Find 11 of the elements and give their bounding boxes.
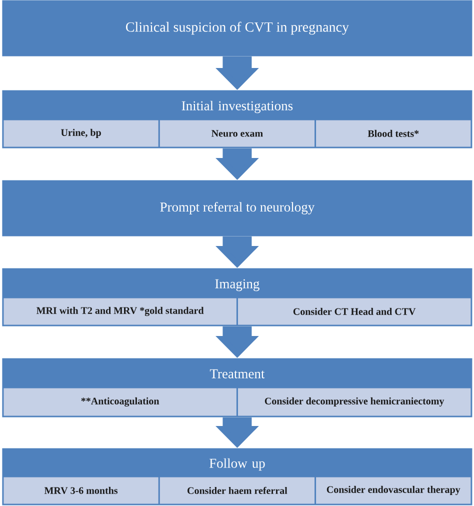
option-cell: MRV 3-6 months [4, 477, 158, 504]
option-cell: Consider haem referral [160, 477, 315, 504]
option-cell: Consider CT Head and CTV [238, 298, 471, 325]
option-cell: Neuro exam [160, 120, 315, 147]
option-cell: MRI with T2 and MRV *gold standard [4, 298, 236, 325]
step-band: Clinical suspicion of CVT in pregnancy [2, 0, 472, 56]
option-cell: **Anticoagulation [4, 388, 236, 416]
option-cell: Blood tests* [316, 120, 471, 147]
option-cell: Consider endovascular therapy [316, 477, 471, 504]
option-cell: Urine, bp [4, 120, 158, 147]
option-cell: Consider decompressive hemicraniectomy [238, 388, 471, 416]
